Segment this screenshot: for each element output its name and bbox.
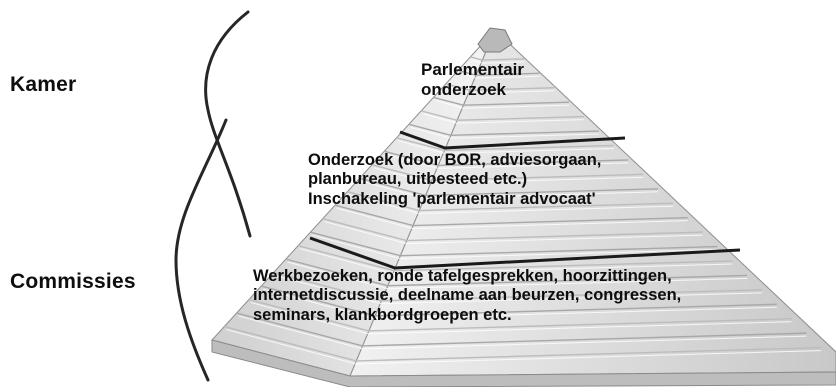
tier-bottom-text: Werkbezoeken, ronde tafelgesprekken, hoo… <box>253 267 681 325</box>
pyramid-step-line <box>310 231 718 257</box>
tier-middle-line: Onderzoek (door BOR, adviesorgaan, <box>308 151 602 169</box>
tier-top-text: Parlementair onderzoek <box>421 60 524 100</box>
pyramid-step-highlight <box>250 302 792 335</box>
pyramid-step-line <box>322 218 703 242</box>
pyramid-steps <box>224 42 822 365</box>
pyramid-step-highlight <box>300 248 733 275</box>
pyramid-step-line <box>457 69 540 76</box>
pyramid-step-highlight <box>238 315 807 350</box>
pyramid-step-highlight <box>386 153 629 169</box>
pyramid-capstone <box>477 27 513 53</box>
pyramid-step-highlight <box>423 113 584 124</box>
pyramid-step-line <box>396 137 614 152</box>
pyramid-step-line <box>445 83 555 91</box>
pyramid-step-highlight <box>373 167 644 184</box>
tier-top-line: Parlementair <box>421 60 524 79</box>
pyramid-step-highlight <box>275 275 762 305</box>
tier-divider-upper <box>399 130 626 150</box>
tier-bottom-line: Werkbezoeken, ronde tafelgesprekken, hoo… <box>253 267 672 285</box>
pyramid-step-highlight <box>361 180 659 199</box>
pyramid-step-line <box>273 271 762 302</box>
pyramid-step-highlight <box>472 59 525 64</box>
pyramid-step-line <box>224 325 822 362</box>
tier-top-line: onderzoek <box>421 79 507 99</box>
label-kamer: Kamer <box>10 73 77 96</box>
tier-divider-lower <box>309 236 741 270</box>
tier-bottom-line: seminars, klankbordgroepen etc. <box>253 305 512 324</box>
pyramid-step-line <box>408 123 599 137</box>
pyramid-step-line <box>470 56 525 61</box>
pyramid-step-line <box>248 298 792 332</box>
pyramid-step-highlight <box>349 194 673 215</box>
pyramid-step-line <box>261 285 777 317</box>
tier-middle-text: Onderzoek (door BOR, adviesorgaan, planb… <box>308 151 601 209</box>
pyramid-step-highlight <box>312 234 718 260</box>
tier-bottom-line: internetdiscussie, deelname aan beurzen,… <box>253 286 682 305</box>
pyramid-step-highlight <box>410 126 599 139</box>
pyramid-right-face <box>349 29 836 377</box>
pyramid-step-highlight <box>324 221 703 245</box>
pyramid-step-line <box>334 204 688 227</box>
tier-middle-line: planbureau, uitbesteed etc.) <box>308 170 528 189</box>
pyramid-step-line <box>433 96 570 106</box>
pyramid-step-highlight <box>336 207 688 230</box>
pyramid-base <box>211 339 836 388</box>
pyramid-step-line <box>236 312 807 347</box>
brace-kamer <box>204 10 252 238</box>
brace-commissies <box>174 118 228 382</box>
pyramid-step-line <box>384 150 629 167</box>
pyramid-step-line <box>347 191 673 212</box>
pyramid-step-line <box>371 164 644 182</box>
pyramid-step-highlight <box>263 288 777 320</box>
label-commissies: Commissies <box>10 270 136 293</box>
tier-middle-line: Inschakeling 'parlementair advocaat' <box>308 189 596 208</box>
pyramid-step-highlight <box>447 86 555 94</box>
pyramid-step-highlight <box>459 72 540 79</box>
pyramid-step-highlight <box>435 99 570 109</box>
pyramid-step-highlight <box>287 261 748 290</box>
pyramid-step-line <box>297 244 733 272</box>
pyramid-step-line <box>359 177 659 197</box>
pyramid-step-line <box>285 258 748 287</box>
pyramid-step-highlight <box>398 140 614 154</box>
pyramid-step-line <box>420 110 584 121</box>
pyramid-step-highlight <box>226 329 822 365</box>
